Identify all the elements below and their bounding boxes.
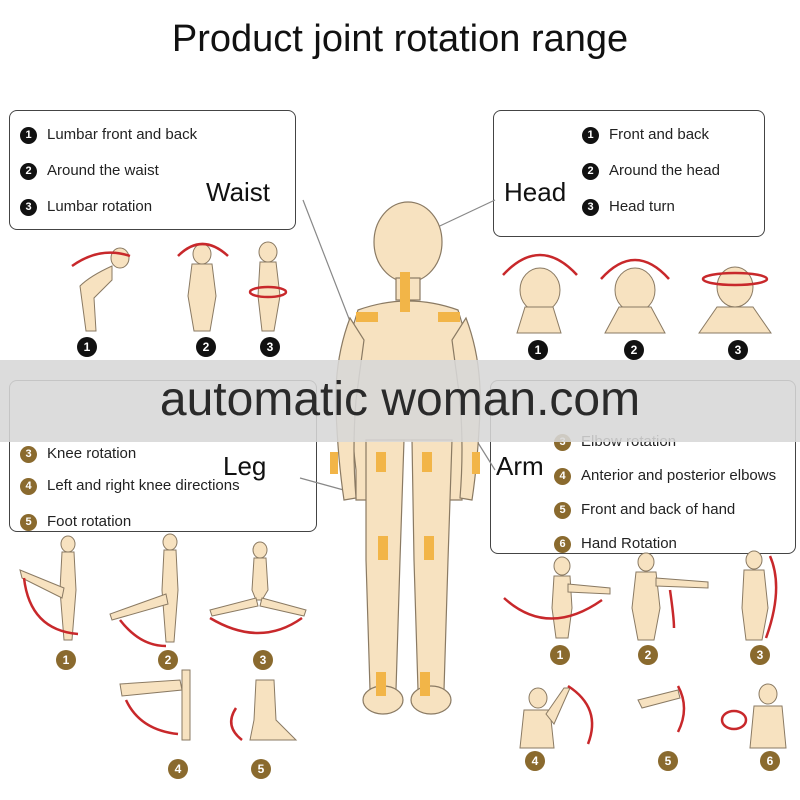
leg-figure-1-number: 1 [56, 650, 76, 670]
page-title: Product joint rotation range [171, 18, 629, 60]
watermark-text: automatic woman.com [159, 373, 641, 426]
arm-figure-4-number: 4 [525, 751, 545, 771]
head-figures [502, 253, 772, 334]
arm-figure-1-number: 1 [550, 645, 570, 665]
arm-figure-2-number: 2 [638, 645, 658, 665]
head-figure-3-number: 3 [728, 340, 748, 360]
head-figure-2-number: 2 [624, 340, 644, 360]
waist-figure-2-number: 2 [196, 337, 216, 357]
leg-figure-5-number: 5 [251, 759, 271, 779]
joint-tapes [330, 272, 480, 696]
waist-figure-1-number: 1 [77, 337, 97, 357]
waist-figure-3-number: 3 [260, 337, 280, 357]
leg-figure-4-number: 4 [168, 759, 188, 779]
arm-figure-3-number: 3 [750, 645, 770, 665]
watermark-band [0, 360, 800, 442]
leg-figure-3-number: 3 [253, 650, 273, 670]
arm-label: Arm [496, 451, 544, 481]
waist-figures [71, 241, 288, 332]
arm-figure-5-number: 5 [658, 751, 678, 771]
waist-label: Waist [206, 177, 271, 207]
head-label: Head [504, 177, 567, 207]
head-figure-1-number: 1 [528, 340, 548, 360]
leg-label: Leg [223, 451, 267, 481]
leg-figures [19, 533, 307, 741]
arm-figures [503, 550, 787, 749]
leg-figure-2-number: 2 [158, 650, 178, 670]
arm-figure-6-number: 6 [760, 751, 780, 771]
